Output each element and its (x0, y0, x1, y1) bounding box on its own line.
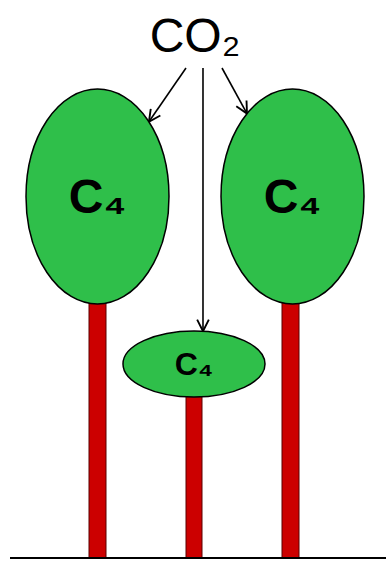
tree-crown: C₄ (122, 330, 266, 398)
tree-trunk (89, 300, 106, 558)
crown-label: C₄ (69, 173, 127, 221)
gas-formula: CO₂ (150, 12, 241, 60)
flow-arrow (202, 68, 204, 331)
crown-ellipse (123, 331, 265, 397)
flow-arrow (149, 68, 186, 122)
crown-label: C₄ (175, 348, 213, 380)
ground-line (10, 557, 386, 559)
gas-label: CO₂ (146, 10, 245, 62)
crown-ellipse (221, 89, 364, 304)
crown-ellipse (26, 89, 169, 304)
tree-crown: C₄ (220, 88, 365, 305)
tree-crown: C₄ (25, 88, 170, 305)
tree-trunk (186, 392, 202, 558)
flow-arrow (222, 68, 247, 114)
tree-trunk (282, 300, 299, 558)
crown-label: C₄ (264, 173, 322, 221)
